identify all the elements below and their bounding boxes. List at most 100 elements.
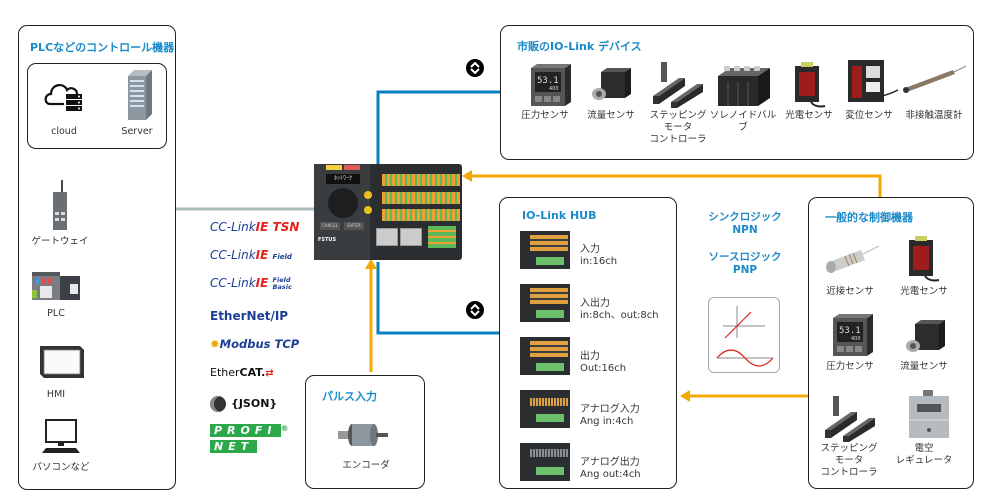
analog-signal-icon xyxy=(708,297,780,373)
protocol-profinet: PROFI® NET xyxy=(210,424,289,453)
pc-label: パソコンなど xyxy=(32,462,90,473)
general-to-device-line xyxy=(470,174,882,197)
hub-module-input-icon xyxy=(520,231,570,269)
pc-icon xyxy=(42,419,80,453)
server-icon xyxy=(128,70,152,120)
general-label-proximity-sensor: 近接センサ xyxy=(826,286,874,297)
hub-label-analog-output: アナログ出力 Ang out:4ch xyxy=(580,457,641,480)
main-device: ﾈｯﾄﾜｰｸ CANCEL ENTER FSTUS xyxy=(314,164,462,260)
plc-icon xyxy=(32,272,80,300)
pulse-input-box: パルス入力 エンコーダ xyxy=(305,375,425,489)
npn-label: NPN xyxy=(732,224,758,236)
device-dpad[interactable] xyxy=(328,188,358,218)
source-logic-label: ソースロジック xyxy=(708,251,782,263)
general-label-stepping-motor-controller: ステッピング モータ コントローラ xyxy=(820,443,878,478)
iolink-hub-box: IO-Link HUB 入力 in:16ch 入出力 in:8ch、out:8c… xyxy=(499,197,677,489)
arrow-head-up xyxy=(365,259,377,269)
terminal-block-1 xyxy=(382,174,460,186)
terminal-block-3 xyxy=(382,209,460,221)
flow-sensor-icon xyxy=(592,68,631,100)
encoder-icon xyxy=(338,424,388,446)
protocol-ethercat: EtherCAT.⇄ xyxy=(210,366,274,379)
device-label-displacement-sensor: 変位センサ xyxy=(845,110,893,121)
general-label-pressure-sensor: 圧力センサ xyxy=(826,361,874,372)
photoelectric-sensor-icon xyxy=(795,62,826,108)
commercial-devices-title: 市販のIO-Link デバイス xyxy=(517,40,642,53)
cancel-button[interactable]: CANCEL xyxy=(320,222,340,230)
device-label-solenoid-valve: ソレノイドバルブ xyxy=(709,110,777,133)
stepping-motor-controller-icon xyxy=(825,396,875,442)
ethercat-arrow-icon: ⇄ xyxy=(265,368,274,379)
control-group-box: PLCなどのコントロール機器 cloud Server xyxy=(18,25,176,490)
svg-text:400: 400 xyxy=(549,86,559,92)
iolink-icon-bottom xyxy=(466,301,484,319)
stepping-motor-controller-icon xyxy=(653,62,703,108)
general-devices-title: 一般的な制御機器 xyxy=(825,211,913,224)
protocol-ethernet-ip: EtherNet/IP xyxy=(210,309,289,323)
general-label-flow-sensor: 流量センサ xyxy=(900,361,948,372)
hub-module-analog-input-icon xyxy=(520,390,570,428)
svg-text:400: 400 xyxy=(851,336,861,342)
status-led-yellow xyxy=(326,165,342,170)
electro-pneumatic-regulator-icon xyxy=(909,390,949,438)
noncontact-thermometer-icon xyxy=(903,65,967,93)
encoder-label: エンコーダ xyxy=(342,460,390,471)
pnp-label: PNP xyxy=(732,264,758,276)
protocol-cc-link-ie-field: CC-LinkIE Field xyxy=(210,248,292,262)
general-label-photoelectric-sensor: 光電センサ xyxy=(900,286,948,297)
iolink-line-top xyxy=(376,90,500,168)
displacement-sensor-icon xyxy=(848,60,899,102)
flow-sensor-icon xyxy=(906,320,945,352)
arrow-head-left-top xyxy=(462,170,472,182)
proximity-sensor-icon xyxy=(826,245,880,273)
gateway-label: ゲートウェイ xyxy=(31,236,89,247)
hub-label-input: 入力 in:16ch xyxy=(580,244,618,267)
device-label-flow-sensor: 流量センサ xyxy=(587,110,635,121)
plc-label: PLC xyxy=(47,308,65,319)
rotary-switch-1[interactable] xyxy=(364,191,372,199)
cloud-label: cloud xyxy=(51,126,77,137)
json-logo-icon xyxy=(210,396,226,412)
solenoid-valve-icon xyxy=(718,66,770,106)
enter-button[interactable]: ENTER xyxy=(344,222,364,230)
hub-label-analog-input: アナログ入力 Ang in:4ch xyxy=(580,404,640,427)
device-label-pressure-sensor: 圧力センサ xyxy=(521,110,569,121)
iolink-icon-top xyxy=(466,59,484,77)
hmi-label: HMI xyxy=(46,389,66,400)
server-label: Server xyxy=(121,126,153,137)
commercial-iolink-devices-box: 市販のIO-Link デバイス 53.1 400 圧力センサ xyxy=(500,25,974,160)
device-label-photoelectric-sensor: 光電センサ xyxy=(785,110,833,121)
gateway-icon xyxy=(53,180,67,230)
terminal-block-2 xyxy=(382,192,460,204)
svg-text:53.1: 53.1 xyxy=(839,326,861,336)
hub-label-io: 入出力 in:8ch、out:8ch xyxy=(580,298,659,321)
protocol-json: {JSON} xyxy=(210,396,277,412)
hub-module-output-icon xyxy=(520,337,570,375)
ethernet-port-2[interactable] xyxy=(400,228,422,246)
pressure-readout: 53.1 xyxy=(537,76,559,86)
pressure-sensor-icon: 53.1 400 xyxy=(531,64,571,106)
status-led-red xyxy=(344,165,360,170)
control-group-title: PLCなどのコントロール機器 xyxy=(30,41,175,54)
iolink-line-bottom xyxy=(376,262,500,335)
ethernet-port-1[interactable] xyxy=(376,228,398,246)
device-label-noncontact-thermometer: 非接触温度計 xyxy=(905,110,963,121)
protocol-cc-link-ie-tsn: CC-LinkIE TSN xyxy=(210,220,300,234)
arrow-head-left-hub xyxy=(680,390,690,402)
device-label-stepping-motor-controller: ステッピング モータ コントローラ xyxy=(649,110,707,145)
device-brand: FSTUS xyxy=(318,237,337,243)
general-control-devices-box: 一般的な制御機器 近接センサ 光電センサ 53.1 400 圧力センサ 流量セン… xyxy=(808,197,974,489)
pressure-sensor-icon: 53.1 400 xyxy=(833,314,873,356)
rotary-switch-2[interactable] xyxy=(364,206,372,214)
general-label-electro-pneumatic-regulator: 電空 レギュレータ xyxy=(895,443,953,466)
cloud-server-box: cloud Server xyxy=(27,63,167,149)
protocol-modbus-tcp: ✹Modbus TCP xyxy=(210,337,300,351)
device-display: ﾈｯﾄﾜｰｸ xyxy=(326,174,360,184)
power-terminal xyxy=(428,226,456,248)
photoelectric-sensor-icon xyxy=(909,236,940,282)
hub-module-io-icon xyxy=(520,284,570,322)
modbus-icon: ✹ xyxy=(210,337,220,351)
hub-label-output: 出力 Out:16ch xyxy=(580,351,627,374)
hmi-icon xyxy=(40,346,84,378)
